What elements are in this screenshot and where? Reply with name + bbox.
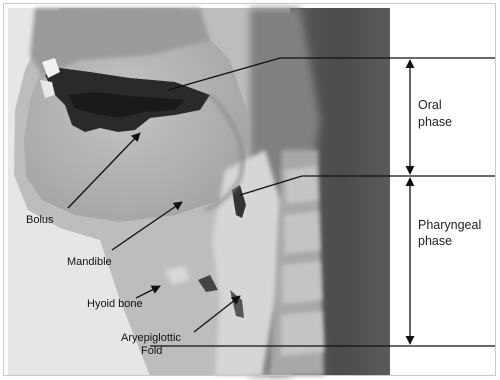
aryepiglottic-fold-label-line2: Fold [141, 345, 162, 358]
oral-phase-label-line2: phase [418, 114, 452, 131]
oral-phase-label-line1: Oral [418, 97, 442, 114]
pharyngeal-phase-label-line1: Pharyngeal [418, 217, 481, 234]
bolus-label: Bolus [26, 214, 54, 227]
mandible-label: Mandible [67, 256, 112, 269]
hyoid-bone-label: Hyoid bone [87, 298, 143, 311]
xray-image [8, 8, 390, 376]
aryepiglottic-fold-label-line1: Aryepiglottic [121, 332, 181, 345]
pharyngeal-phase-label-line2: phase [418, 233, 452, 250]
